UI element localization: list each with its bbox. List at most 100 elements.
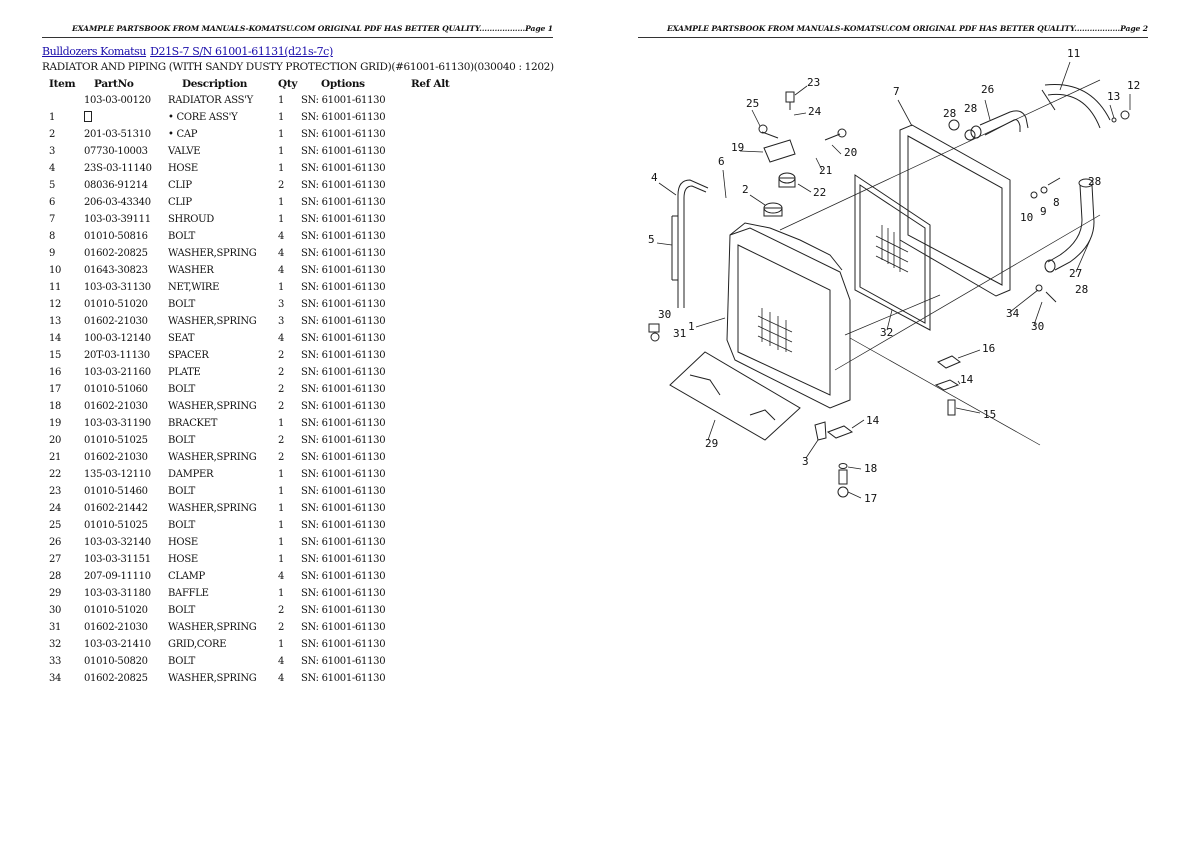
callout-leaders [656, 61, 1131, 499]
radiator-core-drawing [726, 222, 851, 409]
cell-description: BOLT [168, 299, 196, 310]
cell-options: SN: 61001-61130 [301, 452, 386, 463]
callout-label: 16 [982, 342, 995, 355]
column-header-description: Description [182, 78, 248, 90]
cell-options: SN: 61001-61130 [301, 214, 386, 225]
cell-ref-alt [411, 279, 461, 296]
cell-options: SN: 61001-61130 [301, 112, 386, 123]
callout-label: 23 [807, 76, 820, 89]
callout-label: 28 [1075, 283, 1088, 296]
cell-options: SN: 61001-61130 [301, 571, 386, 582]
cell-description: SHROUD [168, 214, 214, 225]
callout-label: 14 [960, 373, 974, 386]
cell-options: SN: 61001-61130 [301, 316, 386, 327]
cell-description: BOLT [168, 520, 196, 531]
cell-qty: 1 [278, 214, 285, 225]
cell-qty: 2 [278, 622, 285, 633]
cell-description: • CAP [168, 129, 198, 140]
cell-qty: 1 [278, 520, 285, 531]
cell-options: SN: 61001-61130 [301, 129, 386, 140]
cell-item: 3 [49, 146, 56, 157]
cell-options: SN: 61001-61130 [301, 350, 386, 361]
cell-options: SN: 61001-61130 [301, 435, 386, 446]
breadcrumb-link-model[interactable]: D21S-7 S/N 61001-61131(d21s-7c) [150, 45, 333, 58]
cell-item: 13 [49, 316, 62, 327]
cell-description: GRID,CORE [168, 639, 227, 650]
callout-label: 18 [864, 462, 877, 475]
callout-label: 17 [864, 492, 877, 505]
cell-description: BOLT [168, 486, 196, 497]
cell-ref-alt [411, 415, 461, 432]
missing-glyph-icon [84, 111, 92, 122]
grid-core-drawing [854, 174, 931, 331]
cell-partno: 103-03-21160 [84, 367, 151, 378]
cell-item: 4 [49, 163, 56, 174]
cell-qty: 1 [278, 554, 285, 565]
cell-options: SN: 61001-61130 [301, 163, 386, 174]
cell-item: 22 [49, 469, 62, 480]
column-header-ref-alt: Ref Alt [411, 78, 450, 90]
cell-item: 17 [49, 384, 62, 395]
cell-item: 12 [49, 299, 62, 310]
cell-options: SN: 61001-61130 [301, 197, 386, 208]
cell-ref-alt [411, 330, 461, 347]
cell-partno [84, 109, 168, 126]
cell-description: HOSE [168, 537, 198, 548]
cell-qty: 1 [278, 486, 285, 497]
cell-item: 16 [49, 367, 62, 378]
cell-description: HOSE [168, 554, 198, 565]
callout-label: 21 [819, 164, 832, 177]
cell-description: NET,WIRE [168, 282, 220, 293]
cell-item: 5 [49, 180, 56, 191]
cell-ref-alt [411, 568, 461, 585]
cell-qty: 1 [278, 469, 285, 480]
page-header-right: EXAMPLE PARTSBOOK FROM MANUALS-KOMATSU.C… [638, 24, 1148, 38]
cell-ref-alt [411, 126, 461, 143]
cell-ref-alt [411, 483, 461, 500]
cell-partno: 103-03-31190 [84, 418, 151, 429]
cell-partno: 135-03-12110 [84, 469, 151, 480]
cell-qty: 1 [278, 95, 285, 106]
callout-label: 25 [746, 97, 759, 110]
cell-item [43, 92, 84, 109]
cell-options: SN: 61001-61130 [301, 418, 386, 429]
cell-description: VALVE [168, 146, 201, 157]
callout-label: 9 [1040, 205, 1047, 218]
cell-ref-alt [411, 245, 461, 262]
cell-item: 20 [49, 435, 62, 446]
cell-description: DAMPER [168, 469, 214, 480]
cell-item: 32 [49, 639, 62, 650]
callout-label: 22 [813, 186, 826, 199]
cell-options: SN: 61001-61130 [301, 639, 386, 650]
cell-description: HOSE [168, 163, 198, 174]
cell-options: SN: 61001-61130 [301, 333, 386, 344]
callout-label: 3 [802, 455, 809, 468]
callout-label: 29 [705, 437, 718, 450]
breadcrumb-link-category[interactable]: Bulldozers Komatsu [42, 45, 147, 58]
cell-partno: 01010-51460 [84, 486, 148, 497]
cell-options: SN: 61001-61130 [301, 673, 386, 684]
cell-partno: 08036-91214 [84, 180, 148, 191]
cell-qty: 2 [278, 350, 285, 361]
cell-item: 15 [49, 350, 62, 361]
cell-options: SN: 61001-61130 [301, 554, 386, 565]
cell-item: 29 [49, 588, 62, 599]
cell-item: 8 [49, 231, 56, 242]
cell-description: BOLT [168, 605, 196, 616]
cell-options: SN: 61001-61130 [301, 265, 386, 276]
cell-description: BOLT [168, 435, 196, 446]
cell-qty: 1 [278, 129, 285, 140]
cell-ref-alt [411, 347, 461, 364]
cell-ref-alt [411, 585, 461, 602]
cell-partno: 01010-51020 [84, 605, 148, 616]
cell-partno: 103-03-32140 [84, 537, 151, 548]
cell-options: SN: 61001-61130 [301, 299, 386, 310]
